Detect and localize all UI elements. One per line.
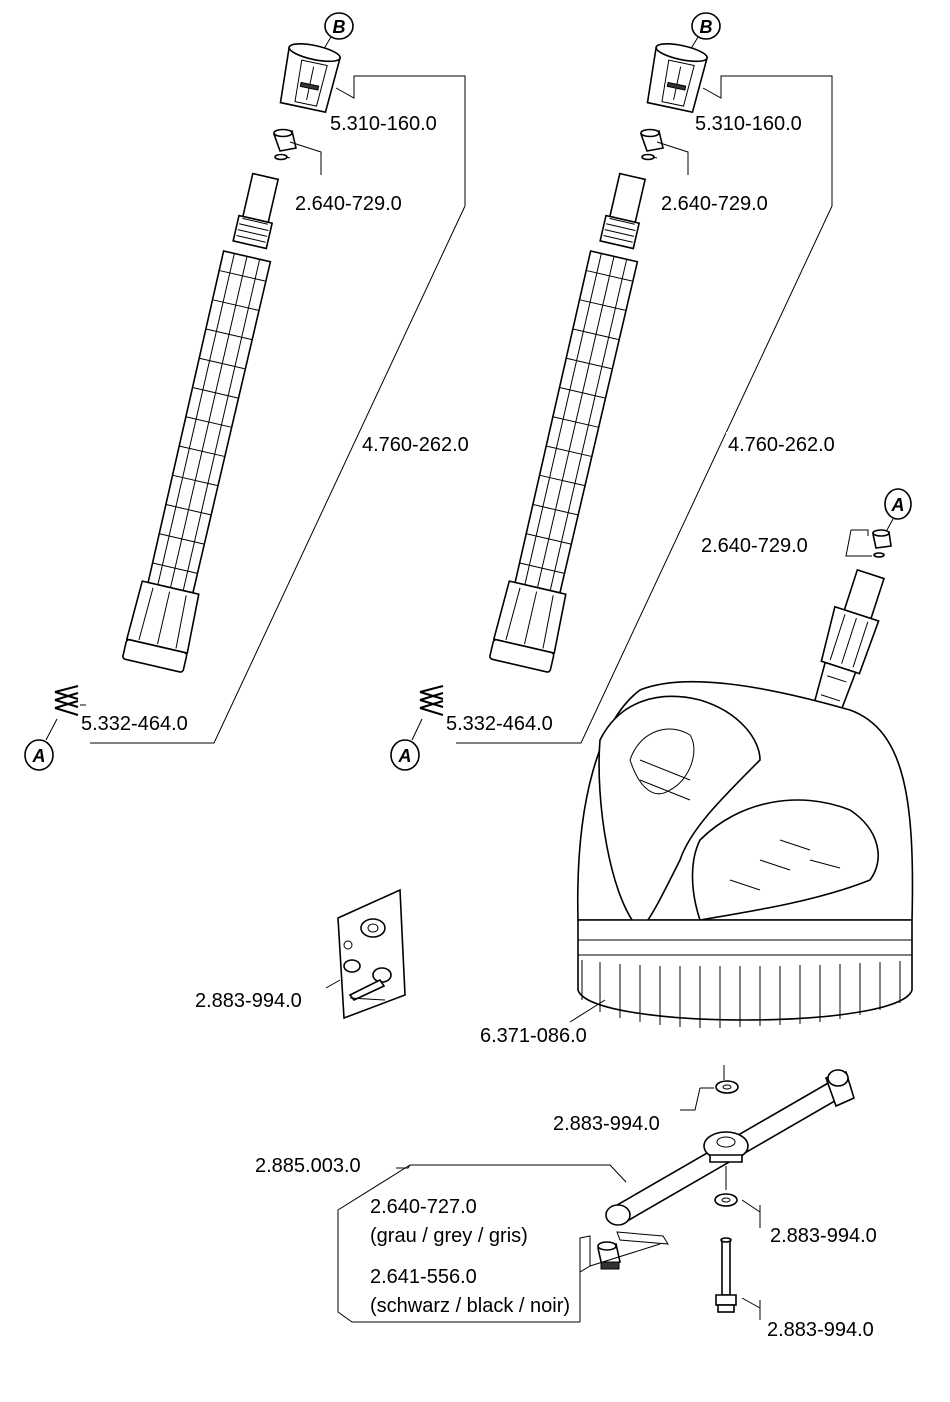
nozzle-grey-label: 2.640-727.0 [370,1196,477,1218]
left-nozzle-label: 2.640-729.0 [295,193,402,215]
right-wand-assembly: B [391,13,866,770]
right-b-marker-text: B [700,17,713,37]
left-wand-assembly: B [25,13,500,770]
left-wand-label: 4.760-262.0 [362,434,469,456]
right-nozzle-label: 2.640-729.0 [661,193,768,215]
right-cap-label: 5.310-160.0 [695,113,802,135]
washer-top-label: 2.883-994.0 [553,1113,660,1135]
shaft-part [716,1238,736,1312]
left-b-marker: B [322,13,353,52]
right-a-marker: A [391,719,422,770]
left-spring-label: 5.332-464.0 [81,713,188,735]
right-a-marker-text: A [398,746,412,766]
right-wand-part [489,170,662,673]
right-spring-label: 5.332-464.0 [446,713,553,735]
nozzle-grey-color-label: (grau / grey / gris) [370,1225,528,1247]
left-nozzle-part [274,130,296,160]
left-b-marker-text: B [333,17,346,37]
cleaner-a-marker: A [885,489,911,530]
left-a-marker: A [25,719,57,770]
arm-nozzle-part [598,1242,620,1269]
right-nozzle-part [641,130,663,160]
right-cap-part [645,40,709,112]
cleaner-body-part [578,682,913,1028]
left-cap-part [278,40,342,112]
left-cap-label: 5.310-160.0 [330,113,437,135]
washer-top-part [716,1081,738,1093]
washer-bottom-part [715,1194,737,1206]
cleaner-kit-part [338,890,405,1018]
right-spring-part [420,686,443,715]
cleaner-body-label: 6.371-086.0 [480,1025,587,1047]
left-spring-part [55,686,78,715]
cleaner-nozzle-label: 2.640-729.0 [701,535,808,557]
right-wand-label: 4.760-262.0 [728,434,835,456]
right-b-marker: B [689,13,720,52]
spray-arm-assembly: 2.883-994.0 2.885.003.0 2.640-727.0 (gra… [255,1065,877,1341]
cleaner-nozzle-part [873,530,891,557]
nozzle-black-color-label: (schwarz / black / noir) [370,1295,570,1317]
shaft-label: 2.883-994.0 [767,1319,874,1341]
arm-label: 2.885.003.0 [255,1155,361,1177]
left-wand-part [122,170,295,673]
washer-bottom-label: 2.883-994.0 [770,1225,877,1247]
cleaner-kit-label: 2.883-994.0 [195,990,302,1012]
cleaner-nozzle-leader [846,530,872,556]
nozzle-black-label: 2.641-556.0 [370,1266,477,1288]
cleaner-a-marker-text: A [891,495,905,515]
left-a-marker-text: A [32,746,46,766]
